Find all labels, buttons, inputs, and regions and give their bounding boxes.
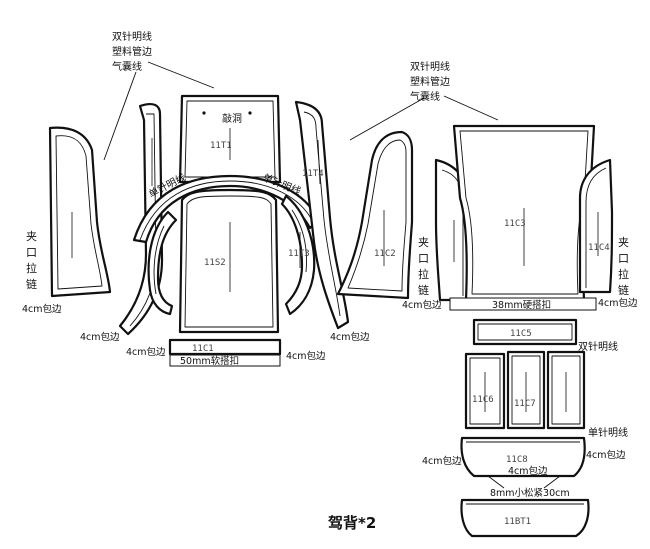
single-stitch-label: 单针明线: [588, 426, 628, 439]
diagram-title: 驾背*2: [328, 514, 376, 532]
clip-zipper-label-right-2: 口: [418, 252, 429, 265]
seam-note-b-3: 气囊线: [410, 90, 440, 103]
edge-binding-label-l4: 4cm包边: [286, 350, 326, 362]
piece-code-11C7: 11C7: [514, 399, 536, 409]
clip-zipper-label-right-b-4: 链: [618, 283, 629, 297]
piece-code-11C2: 11C2: [374, 249, 396, 259]
edge-binding-label-r4: 4cm包边: [586, 449, 626, 461]
leader-line-b2: [443, 95, 499, 121]
clip-zipper-label-right-4: 链: [418, 283, 429, 297]
clip-zipper-label-right-b-1: 夹: [618, 236, 629, 249]
seam-note-a-1: 双针明线: [112, 30, 152, 43]
pattern-piece-11C8: [460, 436, 586, 478]
pattern-piece-11C2: [336, 130, 414, 300]
pattern-piece-11C4: [578, 158, 614, 294]
leader-line-b1: [349, 97, 425, 141]
edge-binding-label-r2: 4cm包边: [598, 297, 638, 309]
double-stitch-label: 双针明线: [578, 340, 618, 353]
piece-code-11T1: 11T1: [210, 141, 232, 151]
seam-note-a-2: 塑料管边: [112, 45, 152, 58]
pattern-piece-11BT1: [460, 498, 590, 538]
edge-binding-label-r3: 4cm包边: [422, 455, 462, 467]
pattern-piece-11C3: [452, 124, 596, 302]
clip-zipper-label-left-3: 拉: [26, 261, 37, 275]
clip-zipper-label-right-1: 夹: [418, 236, 429, 249]
pattern-piece-11C5: [472, 318, 578, 346]
clip-zipper-label-left-4: 链: [26, 277, 37, 291]
edge-binding-label-l3: 4cm包边: [126, 346, 166, 358]
leader-line-a2: [147, 61, 215, 89]
clip-zipper-label-left-1: 夹: [26, 230, 37, 243]
piece-code-11C6: 11C6: [472, 395, 494, 405]
elastic-leader-right: [543, 475, 561, 489]
pattern-piece-left-side-zip: [48, 126, 112, 298]
pattern-piece-11S2: [178, 188, 280, 334]
leader-line-a1: [103, 71, 137, 161]
piece-code-11C5: 11C5: [510, 329, 532, 339]
hard-buckle-label: 38mm硬搭扣: [492, 299, 551, 311]
piece-code-11S2: 11S2: [204, 258, 226, 268]
elastic-leader-left: [487, 475, 505, 489]
edge-binding-label-l5: 4cm包边: [330, 331, 370, 343]
pattern-piece-11C1: [168, 338, 282, 356]
piece-code-11C8: 11C8: [506, 455, 528, 465]
elastic-label: 8mm小松紧30cm: [490, 487, 570, 499]
pattern-piece-right-tall-panel: [546, 350, 586, 430]
edge-binding-label-r5: 4cm包边: [508, 465, 548, 477]
pattern-piece-11C6: [464, 352, 506, 430]
piece-code-11T3: 11T3: [288, 249, 310, 259]
clip-zipper-label-right-b-3: 拉: [618, 267, 629, 281]
edge-binding-label-l2: 4cm包边: [80, 331, 120, 343]
seam-note-b-1: 双针明线: [410, 60, 450, 73]
pattern-piece-11T3: [280, 194, 316, 316]
hard-buckle-strip: [449, 297, 597, 311]
pattern-piece-11T1: [178, 94, 282, 184]
clip-zipper-label-left-2: 口: [26, 246, 37, 259]
piece-code-11BT1: 11BT1: [504, 517, 531, 527]
clip-zipper-label-right-b-2: 口: [618, 252, 629, 265]
edge-binding-label-r1: 4cm包边: [402, 299, 442, 311]
seam-note-b-2: 塑料管边: [410, 75, 450, 88]
piece-code-11C1: 11C1: [192, 344, 214, 354]
edge-binding-label-l1: 4cm包边: [22, 303, 62, 315]
soft-buckle-label: 50mm软搭扣: [180, 355, 239, 367]
hole-punch-label: 敲洞: [222, 112, 242, 125]
piece-code-11T4: 11T4: [302, 169, 324, 179]
soft-buckle-strip: [169, 354, 281, 367]
pattern-piece-11C7: [506, 350, 546, 430]
piece-code-11C4: 11C4: [588, 243, 610, 253]
seam-note-a-3: 气囊线: [112, 60, 142, 73]
pattern-piece-left-crescent: [147, 210, 178, 316]
piece-code-11C3: 11C3: [504, 219, 526, 229]
clip-zipper-label-right-3: 拉: [418, 267, 429, 281]
